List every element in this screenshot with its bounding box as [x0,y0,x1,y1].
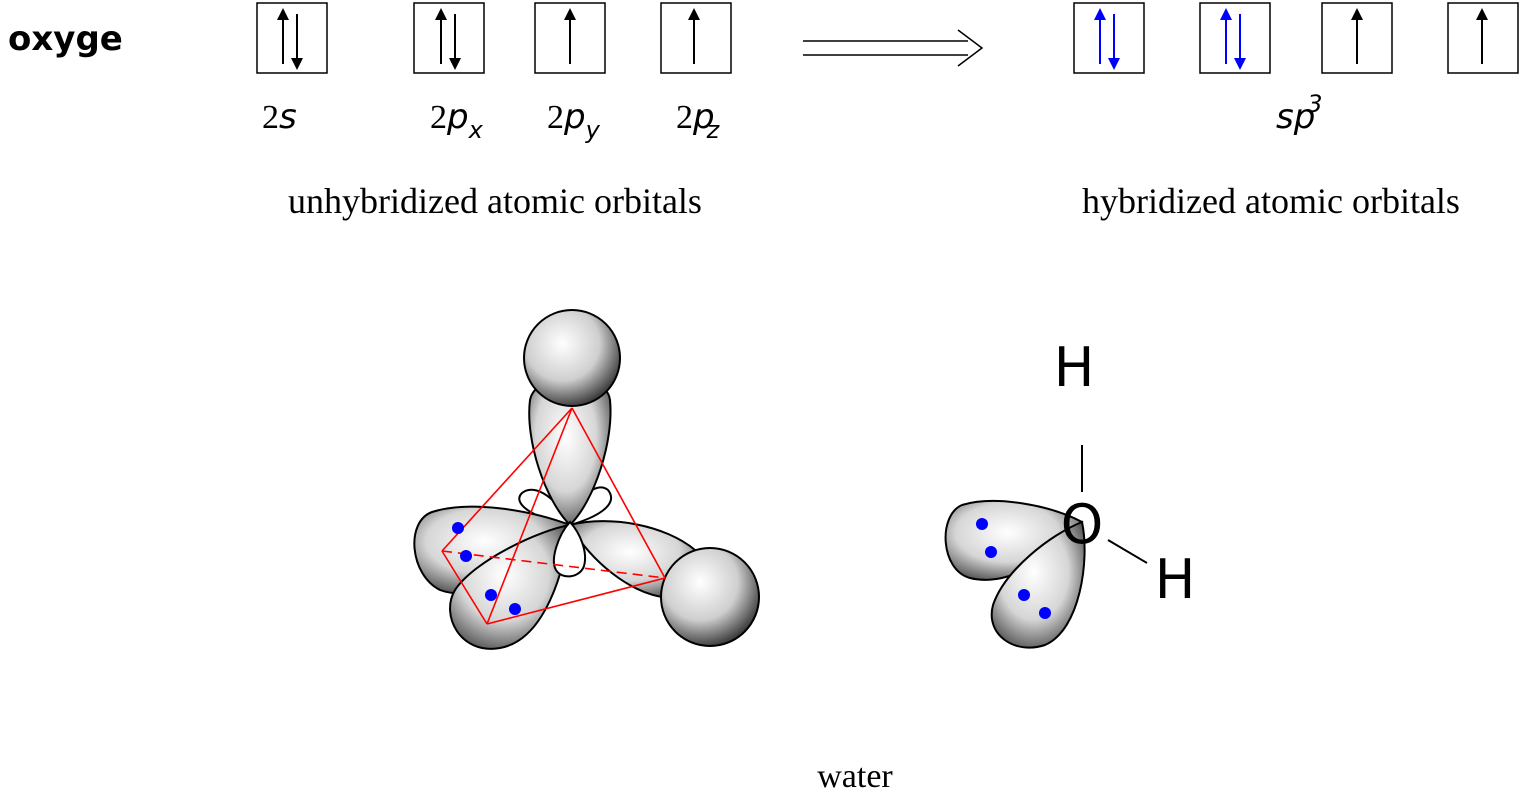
electron-dot [1018,589,1030,601]
unhybridized-orbital-boxes [256,2,732,74]
front-lone-pair-lobe [449,523,572,650]
orbital-box-2px [413,2,485,74]
lone-pair-electrons-model [452,522,521,615]
bond-oh-right [1107,539,1148,564]
oxygen-label: O [1061,493,1104,556]
orbital-box-2pz [660,2,732,74]
water-lewis-structure: H O H [944,336,1196,649]
sp3-box-3 [1321,2,1393,74]
orbital-label-2py: 2py [547,97,601,144]
small-front-lobe [552,520,586,578]
lone-pair-lobe-lower [990,520,1086,649]
element-label: oxyge [8,19,123,59]
hybridized-orbital-boxes [1073,2,1519,74]
electron-dot [485,589,497,601]
hydrogen-label-right: H [1155,548,1196,611]
sp3-box-4 [1447,2,1519,74]
sp3-box-1 [1073,2,1145,74]
sp3-label: sp3 [1276,90,1323,137]
orbital-label-2pz: 2pz [676,97,721,144]
electron-dot [509,603,521,615]
molecule-caption: water [817,758,893,795]
orbital-label-2s: 2s [262,97,297,137]
electron-dot [452,522,464,534]
tetrahedral-orbital-model [413,309,760,650]
unhybridized-caption: unhybridized atomic orbitals [288,181,702,221]
hybridized-caption: hybridized atomic orbitals [1082,181,1460,221]
electron-dot [1039,607,1051,619]
hybridization-arrow [803,29,984,67]
hydrogen-label-top: H [1054,336,1095,399]
hydrogen-sphere-top [523,309,621,407]
tetrahedron-edges [441,407,666,625]
sp3-box-2 [1199,2,1271,74]
orbital-box-2s [256,2,328,74]
electron-dot [976,518,988,530]
electron-dot [460,550,472,562]
electron-dot [985,546,997,558]
lone-pair-electrons-lewis [976,518,1051,619]
hydrogen-sphere-right [660,547,760,647]
orbital-box-2py [534,2,606,74]
orbital-label-2px: 2px [430,97,484,144]
